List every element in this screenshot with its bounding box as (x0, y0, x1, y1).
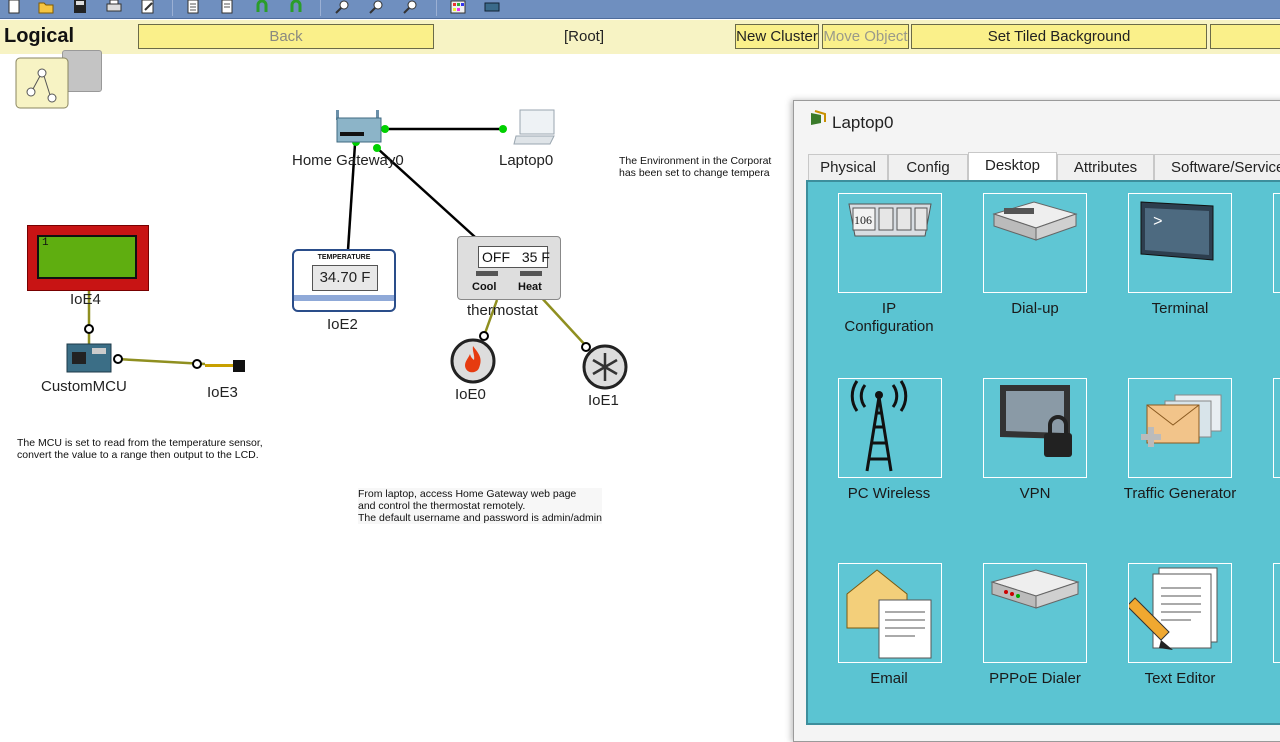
laptop-window-icon (811, 110, 826, 125)
pc-wireless-tile[interactable] (838, 378, 942, 478)
pppoe-dialer-label[interactable]: PPPoE Dialer (989, 670, 1081, 687)
hidden-app-tile[interactable] (1273, 378, 1280, 478)
hidden-app-tile[interactable] (1273, 193, 1280, 293)
cooler-snowflake-icon[interactable] (582, 344, 628, 390)
pc-wireless-icon (850, 380, 908, 472)
hidden-app-tile[interactable] (1273, 563, 1280, 663)
root-breadcrumb[interactable]: [Root] (434, 24, 734, 49)
ip-configuration-icon: 106 (848, 203, 932, 237)
text-editor-tile[interactable] (1126, 563, 1232, 663)
thermostat-label: thermostat (467, 302, 538, 319)
thermostat-display: OFF 35 F (478, 246, 550, 268)
back-button[interactable]: Back (138, 24, 434, 49)
zoom-reset-icon[interactable] (368, 0, 384, 14)
environment-note: The Environment in the Corporat has been… (619, 155, 772, 179)
heater-fire-icon[interactable] (450, 338, 496, 384)
laptop-label: Laptop0 (499, 152, 554, 169)
redo-icon[interactable] (288, 0, 304, 14)
logical-workspace-title: Logical (4, 25, 75, 47)
terminal-label[interactable]: Terminal (1151, 300, 1209, 317)
email-tile[interactable] (838, 563, 942, 663)
temperature-readout: 34.70 F (312, 265, 378, 291)
topology-links (84, 125, 591, 369)
custom-mcu-label: CustomMCU (41, 378, 127, 395)
temperature-heading: TEMPERATURE (317, 254, 371, 261)
cluster-stack-icon[interactable] (62, 50, 102, 92)
main-toolbar (0, 0, 1280, 19)
ioe0-label: IoE0 (455, 386, 486, 403)
save-icon[interactable] (72, 0, 88, 14)
home-gateway-icon[interactable] (334, 106, 384, 148)
mcu-note: The MCU is set to read from the temperat… (17, 437, 263, 461)
pppoe-dialer-icon (990, 569, 1080, 609)
copy-icon[interactable] (186, 0, 202, 14)
new-cluster-button[interactable]: New Cluster (735, 24, 819, 49)
zoom-in-icon[interactable] (334, 0, 350, 14)
set-tiled-background-button[interactable]: Set Tiled Background (911, 24, 1207, 49)
email-icon (846, 569, 932, 659)
vpn-icon (1000, 385, 1072, 457)
open-folder-icon[interactable] (38, 0, 54, 14)
dial-up-icon (992, 201, 1078, 241)
vpn-label[interactable]: VPN (1019, 485, 1051, 502)
tab-software-services[interactable]: Software/Services (1154, 154, 1280, 181)
topology-nav-icon[interactable] (15, 57, 69, 109)
text-editor-icon (1126, 567, 1218, 650)
thermostat-cool-label: Cool (472, 281, 497, 293)
print-icon[interactable] (106, 0, 122, 14)
home-gateway-label: Home Gateway0 (292, 152, 404, 169)
dialog-title: Laptop0 (832, 113, 894, 132)
palette-icon[interactable] (450, 0, 466, 14)
ioe1-label: IoE1 (588, 392, 619, 409)
thermostat-heat-label: Heat (518, 281, 542, 293)
zoom-out-icon[interactable] (402, 0, 418, 14)
new-file-icon[interactable] (6, 0, 22, 14)
laptop-device-icon[interactable] (512, 108, 558, 148)
thermostat-icon[interactable]: OFF 35 F Cool Heat (457, 236, 561, 300)
ioe3-label: IoE3 (207, 384, 238, 401)
laptop-note: From laptop, access Home Gateway web pag… (358, 488, 602, 524)
tab-desktop[interactable]: Desktop (968, 152, 1057, 181)
move-object-button[interactable]: Move Object (822, 24, 909, 49)
ioe4-label: IoE4 (70, 291, 101, 308)
mcu-board-icon[interactable] (66, 342, 112, 374)
undo-icon[interactable] (254, 0, 270, 14)
dial-up-tile[interactable] (983, 193, 1087, 293)
tab-physical[interactable]: Physical (808, 154, 888, 181)
thermostat-mode: OFF (482, 249, 510, 265)
lcd-device-icon[interactable]: 1 (27, 225, 149, 291)
text-editor-label[interactable]: Text Editor (1144, 670, 1216, 687)
tab-config[interactable]: Config (888, 154, 968, 181)
ip-configuration-tile[interactable]: 106 (838, 193, 942, 293)
terminal-glyph: > (1153, 213, 1163, 231)
ip-config-glyph: 106 (854, 213, 872, 227)
terminal-icon: > (1140, 201, 1214, 261)
email-label[interactable]: Email (870, 670, 908, 687)
pc-wireless-label[interactable]: PC Wireless (847, 485, 931, 502)
terminal-tile[interactable]: > (1128, 193, 1232, 293)
traffic-generator-tile[interactable] (1128, 378, 1232, 478)
ip-configuration-label[interactable]: IP Configuration (844, 300, 934, 335)
dial-up-label[interactable]: Dial-up (1011, 300, 1059, 317)
temperature-monitor-icon[interactable]: TEMPERATURE 34.70 F (292, 249, 396, 312)
vpn-tile[interactable] (983, 378, 1087, 478)
viewport-button[interactable] (1210, 24, 1280, 49)
traffic-generator-icon (1141, 394, 1222, 447)
custom-device-icon[interactable] (484, 0, 500, 14)
lcd-screen: 1 (37, 235, 137, 279)
thermostat-setpoint: 35 F (521, 249, 550, 265)
tab-attributes[interactable]: Attributes (1057, 154, 1154, 181)
paste-icon[interactable] (220, 0, 236, 14)
traffic-generator-label[interactable]: Traffic Generator (1123, 485, 1237, 502)
edit-icon[interactable] (140, 0, 156, 14)
ioe2-label: IoE2 (327, 316, 358, 333)
pppoe-dialer-tile[interactable] (983, 563, 1087, 663)
temperature-sensor-icon[interactable] (205, 358, 247, 374)
